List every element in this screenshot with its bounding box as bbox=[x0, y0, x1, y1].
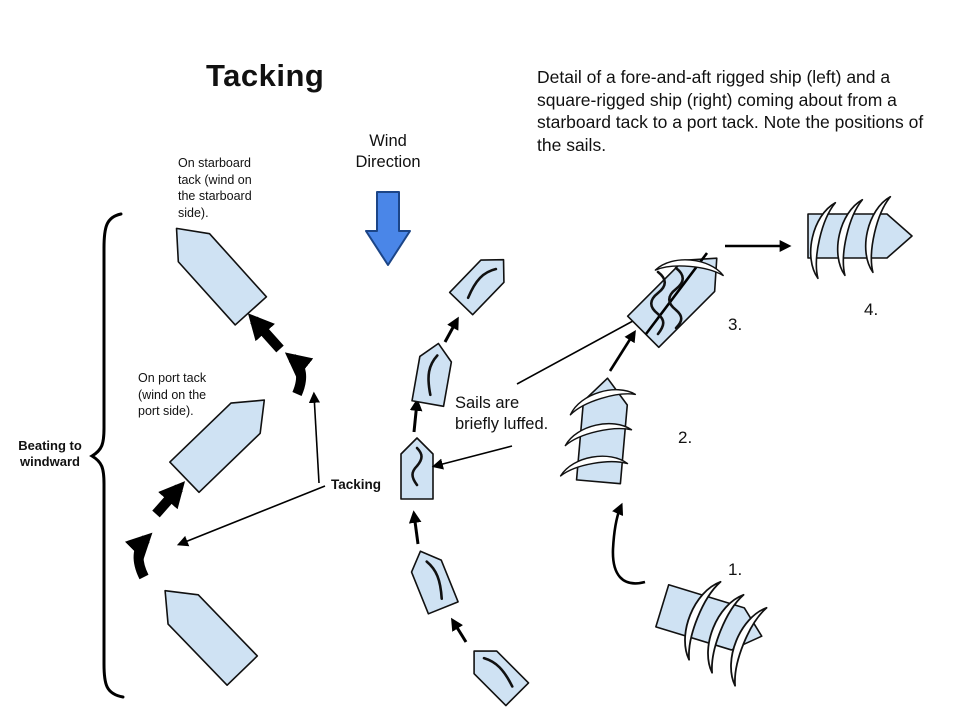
wind-direction-arrow-icon bbox=[365, 191, 411, 266]
boat-starboard-bottom bbox=[149, 575, 259, 686]
tack-boat-4 bbox=[411, 339, 455, 408]
beating-to-windward-label: Beating to windward bbox=[18, 438, 82, 469]
tacking-label: Tacking bbox=[331, 477, 382, 492]
course-arrow-up-right bbox=[152, 481, 186, 518]
tack-arrow-2 bbox=[408, 510, 422, 545]
square-ship-4 bbox=[802, 192, 913, 280]
luffed-arrow-to-ship3 bbox=[516, 313, 647, 385]
luffed-annotation bbox=[431, 313, 647, 470]
course-turn-arrow-top bbox=[284, 352, 314, 397]
tack-arrow-1 bbox=[451, 617, 468, 643]
tack-arrow-4 bbox=[443, 316, 459, 343]
tack-arrow-3 bbox=[409, 398, 423, 433]
ship2-course-arrow bbox=[608, 329, 636, 372]
ship1-course-arrow bbox=[611, 502, 646, 585]
ship3-luffing-sail bbox=[649, 270, 667, 336]
starboard-tack-label: On starboard tack (wind on the starboard… bbox=[178, 156, 252, 220]
page-title: Tacking bbox=[206, 58, 325, 93]
beating-brace bbox=[89, 212, 125, 699]
middle-tack-sequence bbox=[400, 247, 530, 707]
square-ship-2 bbox=[557, 375, 637, 485]
sequence-number-3: 3. bbox=[728, 315, 743, 334]
left-course-diagram bbox=[124, 213, 314, 686]
port-tack-label: On port tack (wind on the port side). bbox=[138, 371, 207, 418]
square-ship-3 bbox=[626, 241, 734, 349]
description-note: Detail of a fore-and-aft rigged ship (le… bbox=[537, 67, 924, 155]
ship3-luffing-sail bbox=[667, 266, 685, 330]
sequence-number-1: 1. bbox=[728, 560, 743, 579]
sails-luffed-label: Sails are briefly luffed. bbox=[455, 394, 549, 433]
luffed-arrow-to-boat bbox=[431, 445, 513, 470]
tacking-arrow-up bbox=[308, 391, 321, 484]
wind-direction-label: Wind Direction bbox=[355, 132, 421, 171]
tacking-annotation bbox=[176, 391, 326, 547]
square-ship-1 bbox=[655, 575, 769, 687]
tack-boat-1 bbox=[461, 638, 530, 707]
course-turn-arrow-bottom bbox=[124, 532, 153, 580]
tacking-arrow-down-left bbox=[176, 485, 326, 547]
sequence-number-4: 4. bbox=[864, 300, 879, 319]
course-arrow-up-left bbox=[247, 313, 284, 353]
sequence-number-2: 2. bbox=[678, 428, 693, 447]
tack-boat-luffing bbox=[400, 437, 434, 500]
tack-boat-5 bbox=[448, 247, 516, 316]
boat-starboard-top bbox=[160, 213, 268, 326]
ship3-hull bbox=[626, 241, 734, 349]
square-rigged-sequence bbox=[557, 192, 913, 687]
tack-boat-2 bbox=[404, 544, 459, 615]
